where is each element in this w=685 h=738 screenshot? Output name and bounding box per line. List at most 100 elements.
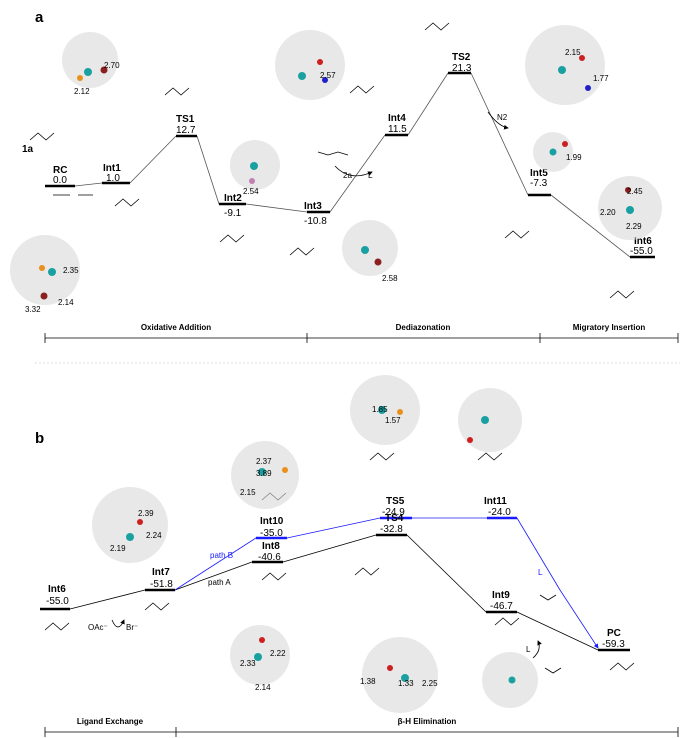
state-rc-energy: 0.0: [53, 175, 67, 186]
stage-ligand-exchange: Ligand Exchange: [77, 717, 144, 726]
molecule-int5: [533, 132, 573, 172]
molecule-ts5: [350, 375, 420, 445]
molecule-ts4: [362, 637, 438, 713]
arrow-int9-l: [532, 640, 542, 659]
reagent-br: Br⁻: [126, 623, 138, 632]
svg-text:2.70: 2.70: [104, 61, 120, 70]
panel-b-path-b: [174, 517, 599, 649]
arrow-n2: [487, 111, 509, 130]
state-int4-energy: 11.5: [388, 124, 407, 135]
svg-text:2.35: 2.35: [63, 266, 79, 275]
state-ts2-energy: 21.3: [452, 63, 472, 74]
state-ts2-name: TS2: [452, 52, 471, 63]
panel-a-profile: [74, 72, 631, 258]
state-ts4-energy: -32.8: [380, 524, 403, 535]
molecule-int9: [482, 652, 538, 708]
state-rc-name: RC: [53, 165, 67, 176]
state-b-int6-name: Int6: [48, 584, 66, 595]
state-int6-name: Int6: [634, 236, 652, 247]
state-int8-energy: -40.6: [258, 552, 281, 563]
path-a-label: path A: [208, 578, 231, 587]
state-ts4-name: TS4: [385, 513, 404, 524]
state-int11-energy: -24.0: [488, 507, 511, 518]
reagent-b-l-blue: L: [538, 568, 543, 577]
state-b-int6-energy: -55.0: [46, 596, 69, 607]
molecule-int2: [230, 140, 280, 190]
state-int1-energy: 1.0: [106, 173, 120, 184]
stage-beta-h-elimination: β-H Elimination: [398, 717, 457, 726]
stage-bar-a: [44, 333, 679, 343]
svg-text:2.19: 2.19: [110, 544, 126, 553]
reagent-2a: 2a: [343, 171, 352, 180]
svg-text:1.38: 1.38: [360, 677, 376, 686]
svg-text:2.24: 2.24: [146, 531, 162, 540]
stage-bar-b: [44, 727, 679, 737]
molecule-int11: [458, 388, 522, 452]
state-int1-name: Int1: [103, 163, 121, 174]
stage-oxidative-addition: Oxidative Addition: [141, 323, 211, 332]
reagent-oac: OAc⁻: [88, 623, 108, 632]
molecule-int10: [231, 441, 299, 509]
svg-text:2.33: 2.33: [240, 659, 256, 668]
panel-b-levels: [40, 516, 630, 652]
svg-text:2.14: 2.14: [255, 683, 271, 692]
reagent-n2: N2: [497, 113, 508, 122]
state-int10-energy: -35.0: [260, 528, 283, 539]
state-int6-energy: -55.0: [630, 246, 653, 257]
svg-text:2.14: 2.14: [58, 298, 74, 307]
state-int7-name: Int7: [152, 567, 170, 578]
svg-text:2.25: 2.25: [422, 679, 438, 688]
state-pc-name: PC: [607, 628, 621, 639]
svg-text:1.85: 1.85: [372, 405, 388, 414]
panel-b-path-a: [69, 534, 599, 651]
state-int3-energy: -10.8: [304, 216, 327, 227]
molecule-int4: [275, 30, 345, 100]
panel-a-levels: [45, 71, 655, 259]
panel-b-label: b: [35, 430, 44, 447]
svg-text:3.32: 3.32: [25, 305, 41, 314]
svg-text:2.45: 2.45: [627, 187, 643, 196]
arrow-ligand-exchange: [111, 619, 125, 628]
state-int2-name: Int2: [224, 193, 242, 204]
svg-text:1.77: 1.77: [593, 74, 609, 83]
molecule-int6: [598, 176, 662, 240]
molecule-int7: [92, 487, 168, 563]
state-int5-energy: -7.3: [530, 178, 548, 189]
state-pc-energy: -59.3: [602, 639, 625, 650]
molecule-int8: [230, 625, 290, 685]
state-int11-name: Int11: [484, 496, 507, 507]
svg-text:2.58: 2.58: [382, 274, 398, 283]
molecules-b: [92, 375, 538, 713]
svg-text:2.15: 2.15: [565, 48, 581, 57]
svg-text:2.15: 2.15: [240, 488, 256, 497]
state-int4-name: Int4: [388, 113, 406, 124]
state-int2-energy: -9.1: [224, 208, 242, 219]
state-int9-name: Int9: [492, 590, 510, 601]
svg-text:2.29: 2.29: [626, 222, 642, 231]
start-label-1a: 1a: [22, 144, 34, 155]
state-int9-energy: -46.7: [490, 601, 513, 612]
svg-text:1.99: 1.99: [566, 153, 582, 162]
state-ts5-energy: -24.9: [382, 507, 405, 518]
lewis-structures-b: [44, 452, 635, 674]
svg-text:2.22: 2.22: [270, 649, 286, 658]
distances-b: 2.39 2.24 2.19 2.37 3.89 2.15 1.85 1.57 …: [110, 405, 438, 692]
molecules-a: [10, 25, 662, 305]
reagent-b-l: L: [526, 645, 531, 654]
state-int3-name: Int3: [304, 201, 322, 212]
state-int10-name: Int10: [260, 516, 284, 527]
molecule-int1-top: [62, 32, 118, 88]
distances-a: 2.70 2.12 2.35 2.14 3.32 2.57 2.54 2.58 …: [25, 48, 643, 314]
stage-dediazonation: Dediazonation: [396, 323, 451, 332]
panel-a-label: a: [35, 9, 44, 26]
state-ts1-energy: 12.7: [176, 125, 196, 136]
state-int5-name: Int5: [530, 168, 548, 179]
stage-migratory-insertion: Migratory Insertion: [573, 323, 646, 332]
molecule-int3: [342, 220, 398, 276]
svg-text:2.39: 2.39: [138, 509, 154, 518]
molecule-ts2: [525, 25, 605, 105]
state-ts5-name: TS5: [386, 496, 405, 507]
svg-text:2.57: 2.57: [320, 71, 336, 80]
lewis-structures-a: [29, 22, 635, 299]
